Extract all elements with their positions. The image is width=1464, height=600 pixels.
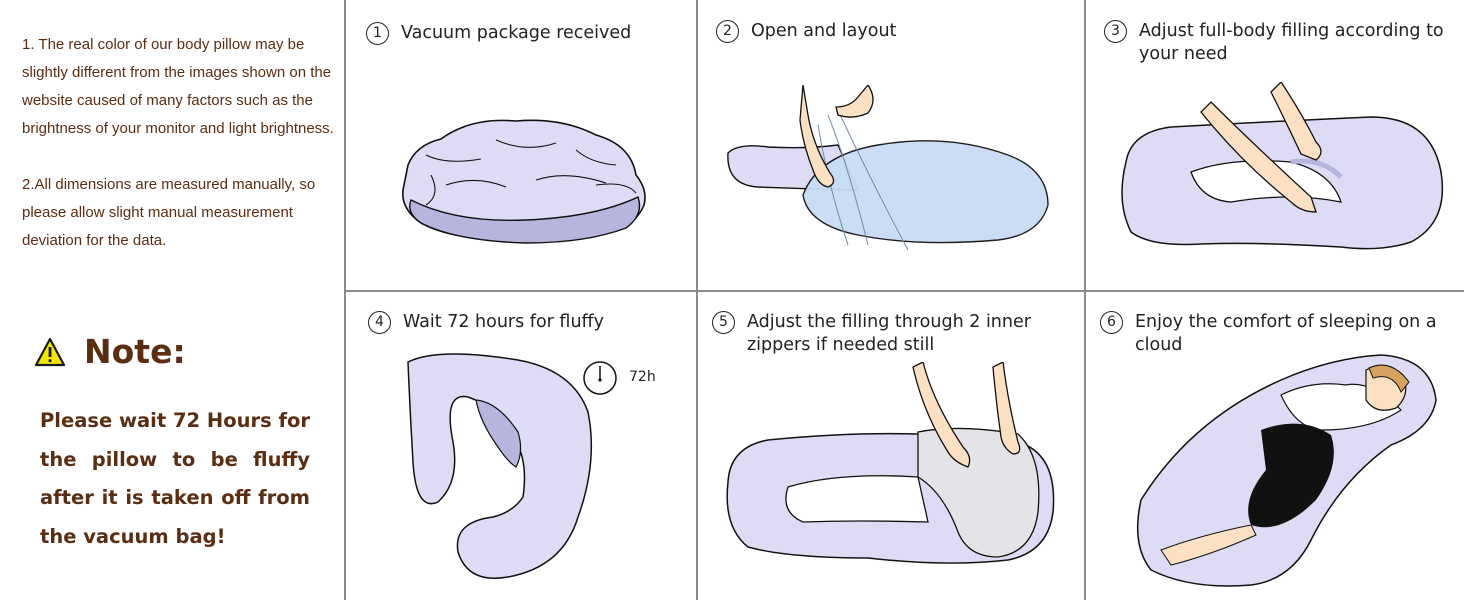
zipper-adjust-illustration	[726, 362, 1055, 564]
step-label-6: 6 Enjoy the comfort of sleeping on a clo…	[1100, 311, 1456, 357]
step-cell-4: 4 Wait 72 hours for fluffy 72h	[346, 292, 696, 600]
step-number-1: 1	[366, 22, 389, 45]
step-text-1: Vacuum package received	[401, 23, 632, 43]
step-cell-3: 3 Adjust full-body filling according to …	[1086, 0, 1464, 290]
step-label-3: 3 Adjust full-body filling according to …	[1104, 20, 1456, 66]
divider-vertical-3	[1084, 0, 1086, 600]
adjust-filling-illustration	[1121, 82, 1444, 250]
divider-horizontal	[345, 290, 1464, 292]
step-number-2: 2	[716, 20, 739, 43]
step-text-6: Enjoy the comfort of sleeping on a cloud	[1135, 312, 1437, 355]
info-paragraph-2: 2.All dimensions are measured manually, …	[22, 176, 316, 249]
info-text: 1. The real color of our body pillow may…	[22, 31, 340, 255]
note-title: Note:	[84, 332, 186, 371]
step-number-6: 6	[1100, 311, 1123, 334]
sleeping-illustration	[1136, 354, 1437, 587]
divider-vertical-2	[696, 0, 698, 600]
step-label-2: 2 Open and layout	[716, 20, 1066, 43]
step-cell-2: 2 Open and layout	[698, 0, 1084, 290]
step-text-5: Adjust the filling through 2 inner zippe…	[747, 312, 1031, 355]
info-paragraph-1: 1. The real color of our body pillow may…	[22, 36, 334, 137]
notice-panel: 1. The real color of our body pillow may…	[0, 0, 345, 600]
step-label-1: 1 Vacuum package received	[366, 22, 686, 45]
step-cell-6: 6 Enjoy the comfort of sleeping on a clo…	[1086, 292, 1464, 600]
divider-vertical-1	[344, 0, 346, 600]
step-number-3: 3	[1104, 20, 1127, 43]
clock-label: 72h	[629, 369, 656, 385]
step-text-2: Open and layout	[751, 21, 897, 41]
clock-icon: 72h	[583, 361, 656, 395]
note-body: Please wait 72 Hours for the pillow to b…	[40, 409, 310, 548]
u-pillow-illustration	[407, 353, 593, 579]
step-number-4: 4	[368, 311, 391, 334]
step-label-4: 4 Wait 72 hours for fluffy	[368, 311, 688, 334]
step-cell-5: 5 Adjust the filling through 2 inner zip…	[698, 292, 1084, 600]
step-label-5: 5 Adjust the filling through 2 inner zip…	[712, 311, 1072, 357]
warning-triangle-icon	[34, 337, 66, 367]
vacuum-package-illustration	[402, 119, 646, 244]
step-cell-1: 1 Vacuum package received	[346, 0, 696, 290]
open-layout-illustration	[727, 85, 1049, 251]
note-header: Note:	[34, 330, 186, 374]
step-text-3: Adjust full-body filling according to yo…	[1139, 21, 1444, 64]
step-number-5: 5	[712, 311, 735, 334]
step-text-4: Wait 72 hours for fluffy	[403, 312, 604, 332]
